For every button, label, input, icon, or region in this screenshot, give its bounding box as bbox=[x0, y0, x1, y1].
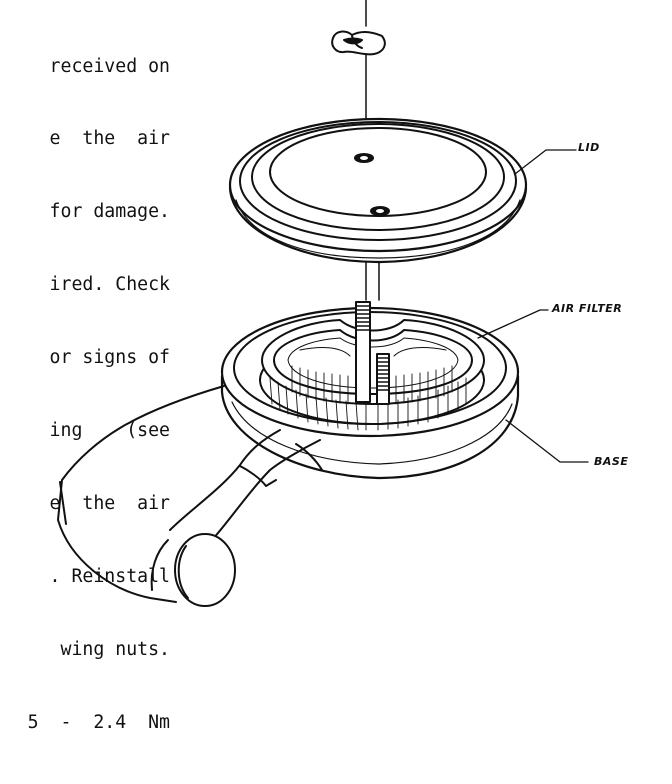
text-line: wing nuts. bbox=[49, 638, 170, 660]
text-line: received on bbox=[49, 55, 170, 77]
manual-page: received on e the air for damage. ired. … bbox=[27, 0, 629, 733]
threaded-studs bbox=[355, 301, 390, 405]
text-line: for damage. bbox=[49, 201, 170, 223]
air-cleaner-lid bbox=[228, 117, 528, 264]
text-line: or signs of bbox=[49, 347, 170, 369]
text-line: ired. Check bbox=[49, 274, 170, 296]
text-line: e the air bbox=[49, 128, 170, 150]
filter-pleats bbox=[269, 365, 467, 431]
air-filter-element bbox=[259, 319, 485, 431]
intake-snorkel bbox=[57, 385, 323, 607]
callout-leader-lines bbox=[477, 149, 589, 463]
wing-nut bbox=[331, 30, 386, 56]
label-lid: LID bbox=[578, 141, 600, 154]
text-line: ing (see bbox=[49, 420, 170, 442]
label-air-filter: AIR FILTER bbox=[552, 302, 623, 315]
text-line: 5 - 2.4 Nm bbox=[27, 711, 170, 733]
label-base: BASE bbox=[594, 455, 629, 468]
air-cleaner-exploded-diagram bbox=[57, 0, 589, 607]
text-line: e the air bbox=[49, 492, 170, 514]
text-line: . Reinstall bbox=[49, 565, 170, 587]
